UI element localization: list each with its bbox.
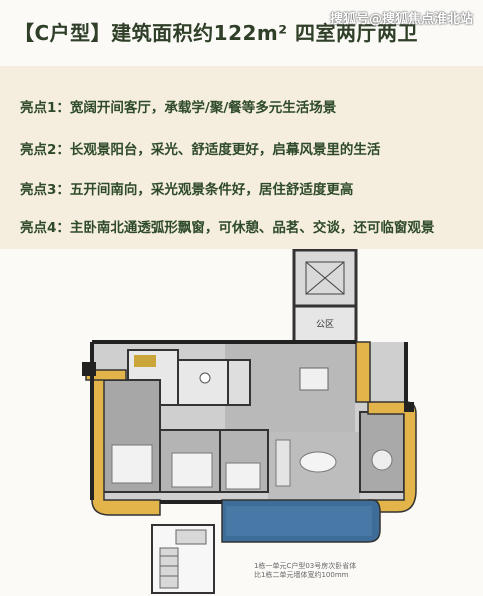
public-area-label: 公区 [316, 319, 334, 330]
page-title: 【C户型】建筑面积约122m² 四室两厅两卫 [14, 21, 418, 45]
floor-plan: 公区 [82, 249, 417, 594]
dining-table [299, 367, 329, 391]
highlight-4: 亮点4：主卧南北通透弧形飘窗，可休憩、品茗、交谈，还可临窗观景 [20, 220, 435, 236]
highlight-2: 亮点2：长观景阳台，采光、舒适度更好，启幕风景里的生活 [20, 142, 381, 158]
plan-note-line-1: 1栋一单元C户型03号房次卧省体 [254, 562, 357, 570]
watermark: 搜狐号@搜狐焦点淮北站 [329, 12, 473, 27]
kitchen [227, 359, 251, 406]
bay-window-west [91, 377, 161, 516]
sofa [275, 439, 291, 487]
highlights-panel: 亮点1：宽阔开间客厅，承载学/聚/餐等多元生活场景 亮点2：长观景阳台，采光、舒… [0, 66, 483, 249]
highlight-1: 亮点1：宽阔开间客厅，承载学/聚/餐等多元生活场景 [20, 100, 337, 116]
plan-note: 1栋一单元C户型03号房次卧省体 比1栋二单元墙体宽约100mm [254, 562, 356, 580]
coffee-table [299, 451, 337, 473]
highlight-3: 亮点3：五开间南向，采光观景条件好，居住舒适度更高 [20, 182, 354, 198]
plan-note-line-2: 比1栋二单元墙体宽约100mm [254, 571, 349, 579]
public-area [292, 304, 358, 344]
